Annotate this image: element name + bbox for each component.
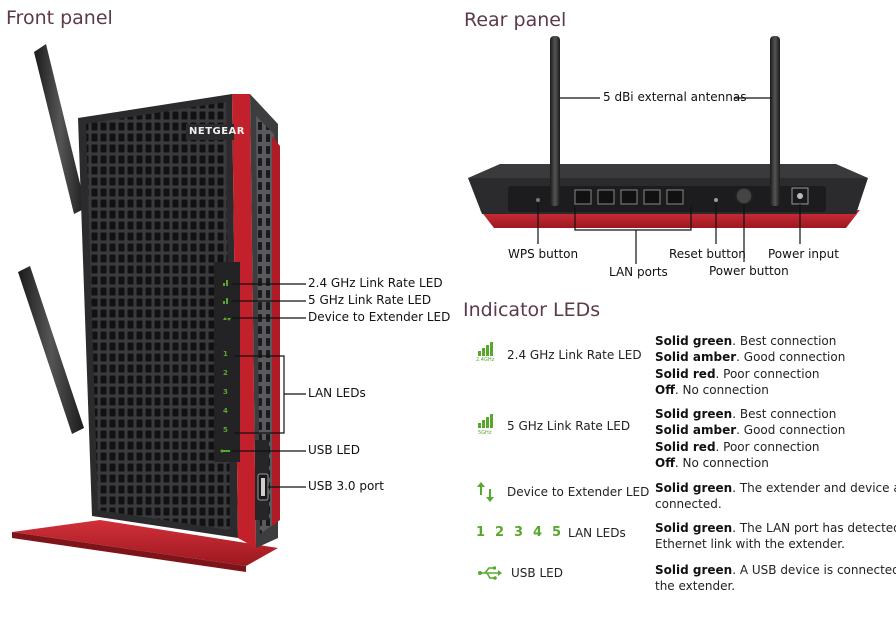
led-state: Solid green bbox=[655, 334, 733, 348]
callout-usb-led: USB LED bbox=[308, 443, 360, 457]
red-stand bbox=[12, 520, 278, 566]
led-desc-line: Solid amber. Good connection bbox=[655, 423, 846, 438]
front-callout-lines bbox=[232, 283, 306, 488]
led-state: Solid green bbox=[655, 407, 733, 421]
led-desc-line: Solid red. Poor connection bbox=[655, 366, 820, 381]
led-state: Solid green bbox=[655, 521, 733, 535]
lan-digit-1: 1 bbox=[476, 525, 486, 540]
led-desc-line: Solid green. Best connection bbox=[655, 407, 837, 421]
callout-wps-button: WPS button bbox=[508, 247, 579, 261]
callout-lan-ports: LAN ports bbox=[609, 265, 668, 279]
front-port-number-3: 3 bbox=[223, 388, 228, 396]
callout-power-input: Power input bbox=[768, 247, 839, 261]
led-desc-line: Ethernet link with the extender. bbox=[655, 537, 845, 552]
lan-digit-4: 4 bbox=[533, 525, 543, 540]
signal-led-24 bbox=[223, 280, 228, 286]
led-desc-line: Off. No connection bbox=[655, 383, 769, 398]
signal-led-5 bbox=[223, 298, 228, 304]
up-down-arrows-icon bbox=[477, 482, 494, 502]
led-desc-line: Solid green. Best connection bbox=[655, 334, 837, 348]
led-desc-line: Solid green. The LAN port has detected a… bbox=[655, 521, 896, 535]
callout-device-led: Device to Extender LED bbox=[308, 310, 451, 324]
led-desc-line: Solid amber. Good connection bbox=[655, 350, 846, 365]
rear-lan-ports bbox=[574, 189, 684, 205]
rear-callout-lines bbox=[537, 97, 801, 264]
callout-antennas: 5 dBi external antennas bbox=[603, 90, 747, 104]
icon-label-5ghz: 5GHz bbox=[478, 430, 492, 436]
netgear-logo: NETGEAR bbox=[189, 126, 245, 137]
callout-power-button: Power button bbox=[709, 264, 789, 278]
led-name-5ghz: 5 GHz Link Rate LED bbox=[507, 419, 631, 433]
led-state: Solid green bbox=[655, 563, 733, 577]
usb-icon bbox=[480, 567, 498, 579]
led-desc-line: the extender. bbox=[655, 579, 736, 594]
reset-button-shape bbox=[714, 198, 718, 202]
front-port-number-5: 5 bbox=[223, 426, 228, 434]
led-desc-line: Solid red. Poor connection bbox=[655, 439, 820, 454]
rear-body-top bbox=[468, 164, 868, 178]
callout-lan-leds: LAN LEDs bbox=[308, 386, 366, 400]
led-desc-line: connected. bbox=[655, 497, 722, 512]
led-desc-lan: Solid green. The LAN port has detected a… bbox=[655, 520, 896, 553]
led-state: Off bbox=[655, 456, 675, 471]
rear-panel-device bbox=[468, 36, 868, 228]
led-desc-line: Solid green. The extender and device are bbox=[655, 481, 896, 495]
signal-bars-2-4ghz-icon bbox=[478, 342, 493, 356]
led-name-device: Device to Extender LED bbox=[507, 485, 650, 499]
usb-led bbox=[220, 449, 230, 453]
callout-reset-button: Reset button bbox=[669, 247, 746, 261]
led-desc-device: Solid green. The extender and device are… bbox=[655, 480, 896, 513]
callout-5ghz-led: 5 GHz Link Rate LED bbox=[308, 293, 432, 307]
front-port-number-2: 2 bbox=[223, 369, 228, 377]
front-panel-heading: Front panel bbox=[6, 7, 113, 29]
front-antenna-bottom bbox=[18, 266, 84, 434]
lan-digit-5: 5 bbox=[552, 525, 562, 540]
front-antenna-top bbox=[34, 44, 86, 214]
front-panel-device bbox=[12, 44, 280, 572]
front-port-number-1: 1 bbox=[223, 350, 228, 358]
device-led bbox=[223, 317, 231, 321]
led-state: Solid red bbox=[655, 439, 716, 454]
rear-panel-heading: Rear panel bbox=[464, 9, 567, 31]
wps-button-shape bbox=[536, 198, 540, 202]
led-desc-line: Off. No connection bbox=[655, 456, 769, 471]
led-state: Solid green bbox=[655, 481, 733, 495]
rear-antenna-left bbox=[550, 36, 560, 206]
led-desc-line: Solid green. A USB device is connected t… bbox=[655, 563, 896, 577]
indicator-leds-heading: Indicator LEDs bbox=[463, 299, 601, 321]
signal-bars-5ghz-icon bbox=[478, 414, 493, 428]
front-port-number-4: 4 bbox=[223, 407, 228, 415]
power-button-shape bbox=[735, 187, 753, 205]
rear-antenna-right bbox=[770, 36, 780, 206]
callout-usb-port: USB 3.0 port bbox=[308, 479, 384, 493]
lan-digit-3: 3 bbox=[514, 525, 524, 540]
callout-24ghz-led: 2.4 GHz Link Rate LED bbox=[308, 276, 443, 290]
led-state: Solid red bbox=[655, 366, 716, 381]
led-name-usb: USB LED bbox=[511, 566, 563, 580]
led-state: Solid amber bbox=[655, 350, 737, 365]
lan-digit-2: 2 bbox=[495, 525, 505, 540]
led-desc-usb: Solid green. A USB device is connected t… bbox=[655, 562, 896, 595]
led-name-24ghz: 2.4 GHz Link Rate LED bbox=[507, 348, 642, 362]
led-state: Solid amber bbox=[655, 423, 737, 438]
led-name-lan: LAN LEDs bbox=[568, 526, 626, 540]
led-state: Off bbox=[655, 383, 675, 398]
icon-label-24ghz: 2.4GHz bbox=[476, 357, 495, 363]
